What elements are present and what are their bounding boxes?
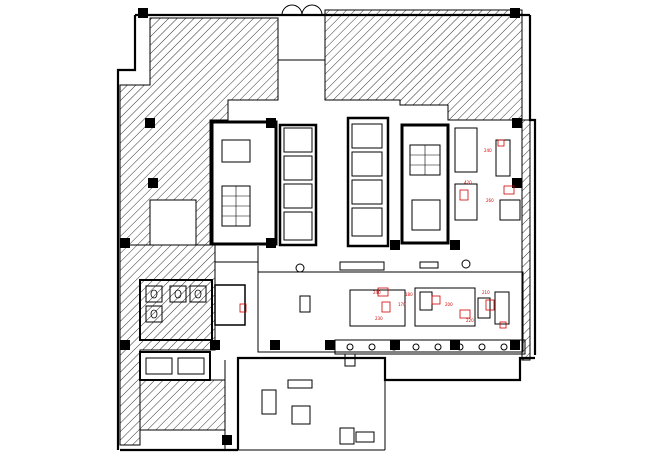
coffee-table: [477, 297, 491, 319]
north-entrance: [277, 4, 326, 100]
hatched-zone-north-east: [324, 9, 523, 121]
elevator-car: [351, 123, 383, 149]
table: [287, 379, 313, 389]
elevator-car: [283, 155, 313, 181]
column: [210, 340, 220, 350]
table: [344, 353, 356, 367]
entrance-door-arc: [301, 4, 323, 16]
column: [138, 8, 148, 18]
column: [450, 240, 460, 250]
dimension-label: 220: [466, 318, 474, 323]
entrance-door-arc: [281, 4, 303, 16]
rug: [414, 287, 476, 327]
plant: [295, 263, 305, 273]
hatched-zone-north-west: [119, 17, 279, 246]
dimension-label: 260: [486, 198, 494, 203]
dimension-label: 180: [405, 292, 413, 297]
elevator-car: [351, 179, 383, 205]
column: [450, 340, 460, 350]
column: [512, 118, 522, 128]
south-step-wall: [236, 356, 535, 450]
core-west: [210, 120, 278, 246]
hatched-zones: [119, 9, 531, 446]
column: [120, 340, 130, 350]
stair: [411, 199, 441, 231]
hatched-zone-lower-left: [139, 379, 226, 431]
table: [355, 431, 375, 443]
wc-cubicle: [189, 285, 207, 303]
bench: [339, 261, 385, 271]
elevator-bank-east: [346, 116, 390, 248]
column: [390, 340, 400, 350]
elevator-car: [283, 183, 313, 209]
rug: [349, 289, 406, 327]
dimension-label: 170: [398, 302, 406, 307]
elevator-car: [283, 211, 313, 241]
table: [261, 389, 277, 415]
east-wall: [528, 15, 537, 355]
reception-desk: [299, 295, 311, 313]
table: [291, 405, 311, 425]
toilet-block: [139, 279, 246, 381]
column: [222, 435, 232, 445]
west-wall: [116, 15, 137, 450]
column: [120, 238, 130, 248]
dimension-label: 210: [482, 290, 490, 295]
dimension-marks: [239, 139, 515, 329]
column: [510, 8, 520, 18]
elevator-car: [351, 151, 383, 177]
dimension-label: 240: [373, 290, 381, 295]
elevator-car: [351, 207, 383, 237]
dimension-label: 200: [445, 302, 453, 307]
wc-cubicle: [169, 285, 187, 303]
column: [270, 340, 280, 350]
column: [148, 178, 158, 188]
sofa: [419, 291, 433, 311]
bench: [419, 261, 439, 269]
wc-cubicle: [145, 305, 163, 323]
dimension-label: 230: [375, 316, 383, 321]
column: [145, 118, 155, 128]
lounge-chair: [454, 127, 478, 173]
column: [325, 340, 335, 350]
core-east: [400, 123, 450, 245]
elevator-bank-west: [278, 123, 318, 247]
column: [390, 240, 400, 250]
column: [512, 178, 522, 188]
lounge-chair: [454, 183, 478, 221]
column: [510, 340, 520, 350]
elevator-car: [283, 127, 313, 153]
dimension-labels: 240 170 230 180 200 220 210 240 420 260: [373, 148, 494, 323]
planter-row: [334, 339, 526, 355]
hatched-zone-east-strip: [521, 119, 531, 361]
dimension-label: 420: [464, 180, 472, 185]
sofa: [494, 291, 510, 325]
south-terrace: [224, 360, 386, 451]
lounge-chair: [499, 199, 521, 221]
stair: [221, 139, 251, 163]
plant: [461, 259, 471, 269]
main-lobby: [215, 246, 524, 353]
table: [339, 427, 355, 445]
wc-cubicle: [145, 285, 163, 303]
dimension-label: 240: [484, 148, 492, 153]
lounge-furniture: [261, 127, 521, 445]
